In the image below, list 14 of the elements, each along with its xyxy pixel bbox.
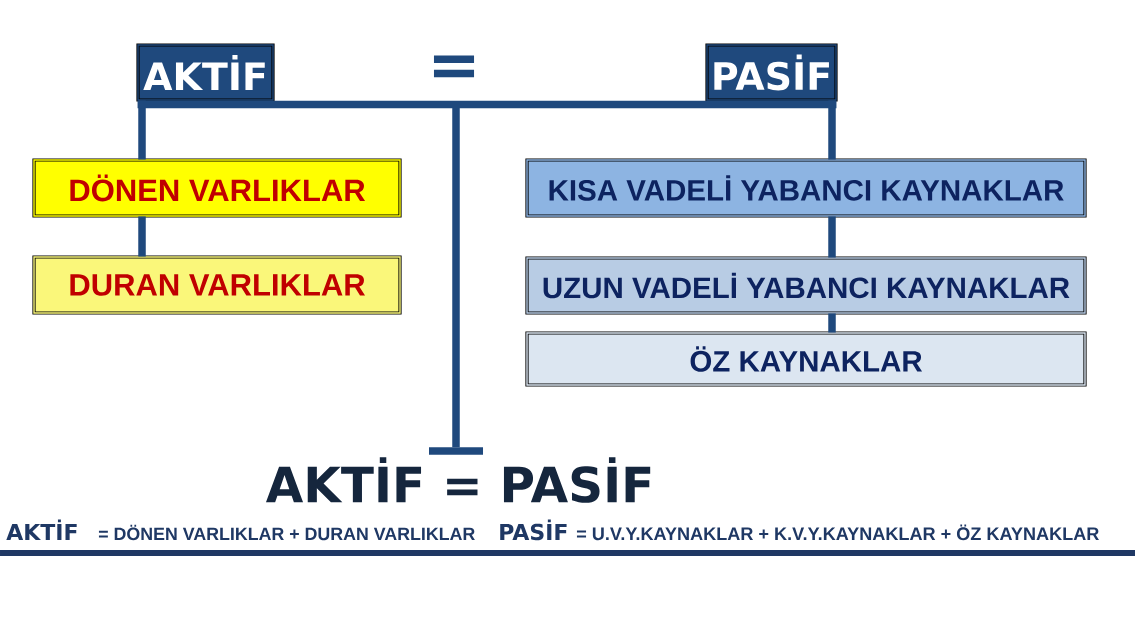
formula-text: = DÖNEN VARLIKLAR + DURAN VARLIKLAR	[98, 524, 475, 541]
category-box: UZUN VADELİ YABANCI KAYNAKLAR	[525, 256, 1087, 315]
scale-base	[429, 447, 483, 455]
equals-sign: =	[433, 55, 475, 78]
heading-box: PASİF	[705, 43, 838, 102]
formula-label: AKTİF	[6, 519, 77, 540]
category-box: KISA VADELİ YABANCI KAYNAKLAR	[525, 158, 1087, 218]
category-box: ÖZ KAYNAKLAR	[525, 331, 1087, 387]
formula-text: = U.V.Y.KAYNAKLAR + K.V.Y.KAYNAKLAR + ÖZ KAYNAKLAR	[576, 524, 1099, 541]
formula-label: PASİF	[500, 519, 567, 541]
category-box: DURAN VARLIKLAR	[32, 255, 402, 315]
heading-box: AKTİF	[136, 43, 275, 102]
equation-heading: AKTİF = PASİF	[266, 457, 651, 503]
category-box: DÖNEN VARLIKLAR	[32, 158, 402, 218]
